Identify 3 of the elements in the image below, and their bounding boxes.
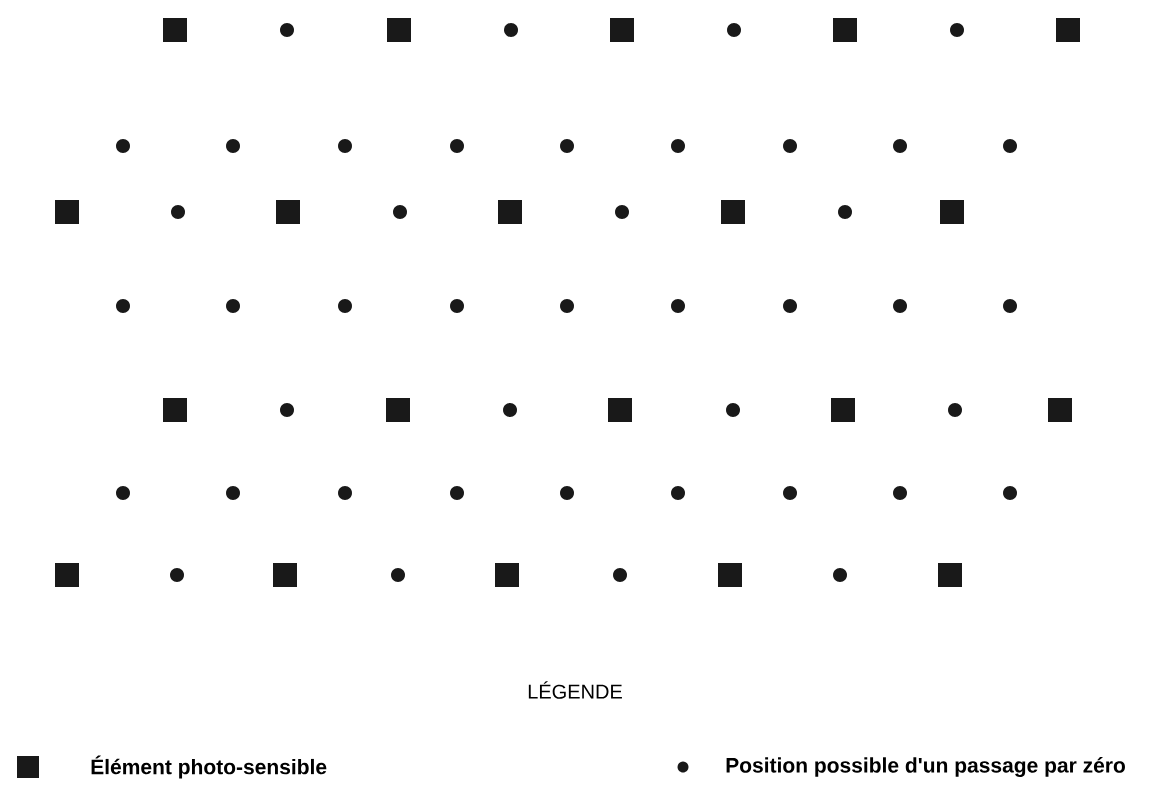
legend-text: Élément photo-sensible xyxy=(91,755,327,779)
legend-heading: LÉGENDE xyxy=(528,681,622,699)
legend-text: Position possible d'un passage par zéro xyxy=(726,757,1125,777)
